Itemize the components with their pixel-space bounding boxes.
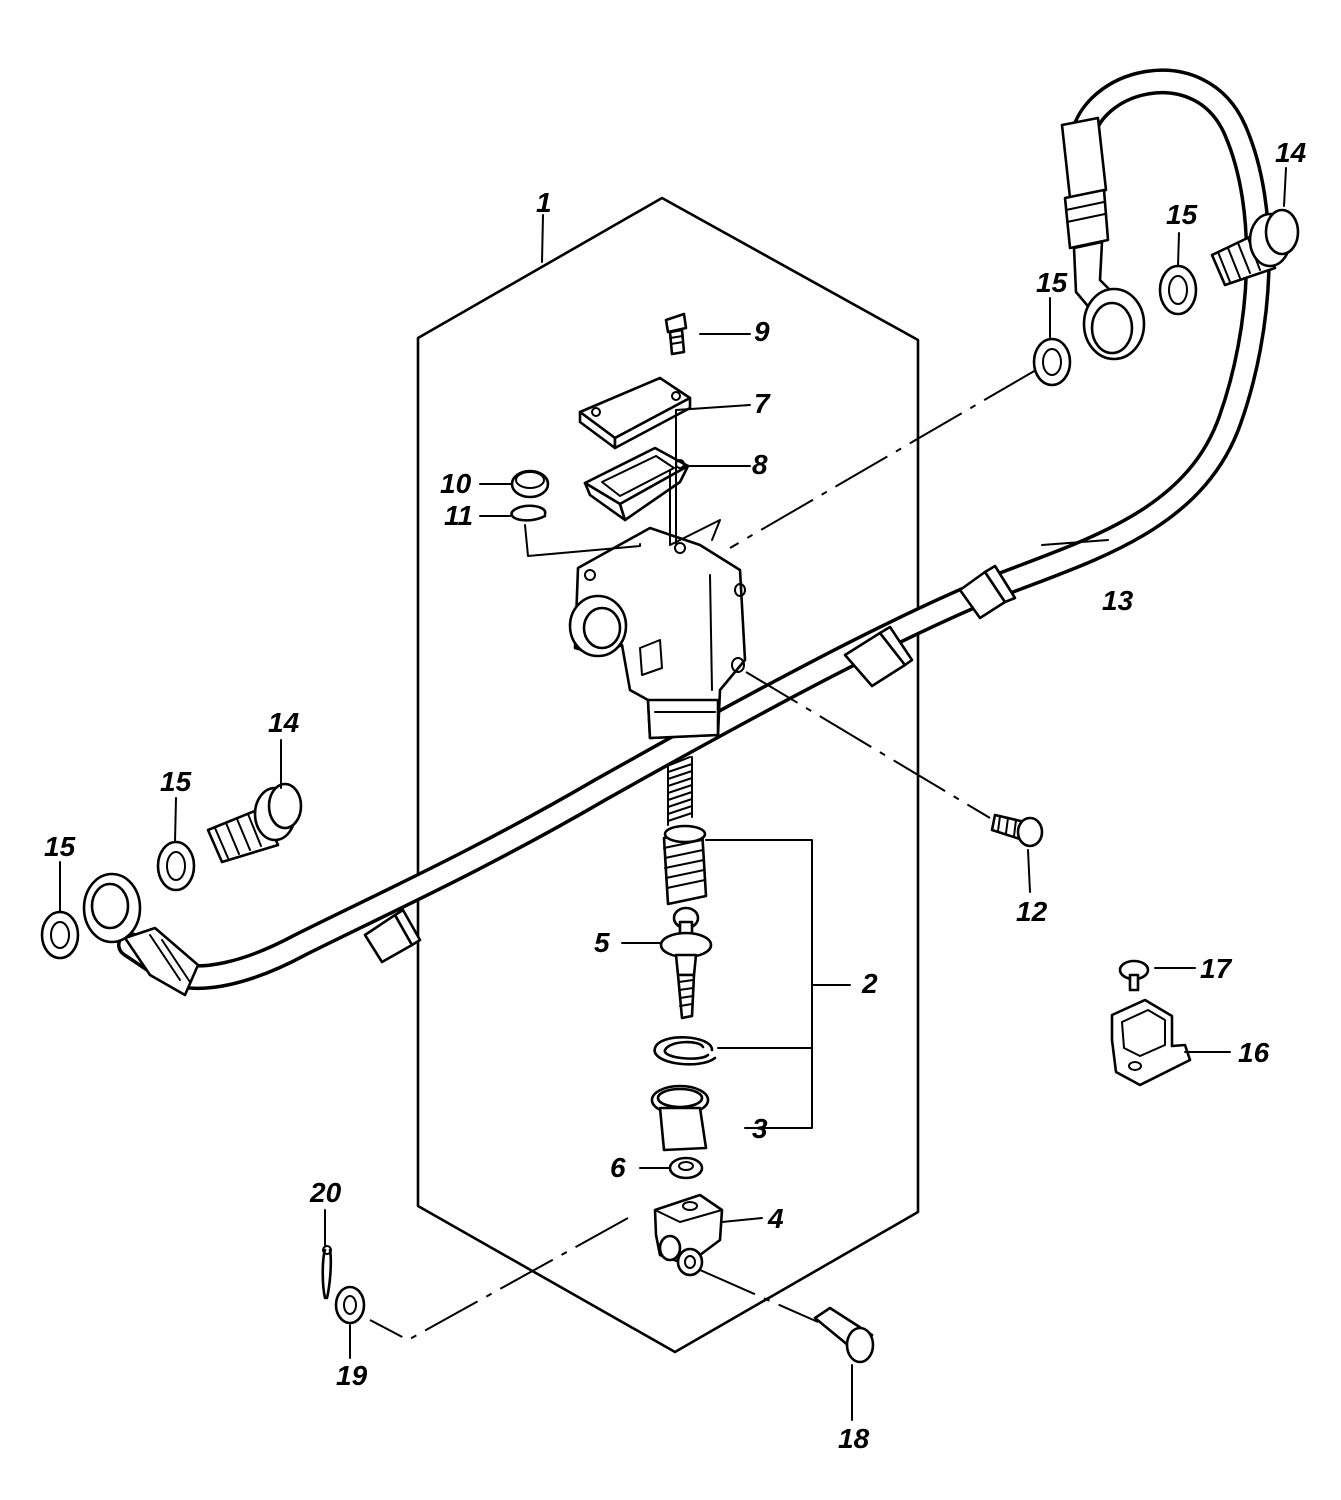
- callout-9: 9: [754, 316, 770, 347]
- brake-hose: [117, 68, 1271, 997]
- callout-1: 1: [536, 187, 552, 218]
- callout-20: 20: [309, 1177, 342, 1208]
- callout-16: 16: [1238, 1037, 1270, 1068]
- callout-8: 8: [752, 449, 768, 480]
- lock-nut: [668, 1156, 704, 1180]
- master-cylinder-body: [568, 519, 747, 740]
- gasket-upper-left: [1032, 337, 1072, 387]
- dust-boot: [650, 1084, 710, 1152]
- callout-17: 17: [1200, 953, 1233, 984]
- inlet-cap: [510, 469, 550, 499]
- callout-2: 2: [861, 968, 878, 999]
- callout-10: 10: [440, 468, 472, 499]
- callout-15-lower-left: 15: [44, 831, 76, 862]
- callout-5: 5: [594, 927, 610, 958]
- push-rod: [659, 906, 713, 1020]
- callout-6: 6: [610, 1152, 626, 1183]
- retaining-ring: [510, 504, 547, 522]
- gasket-upper-right: [1158, 264, 1198, 316]
- return-spring: [667, 756, 693, 826]
- assembly-boundary: [416, 196, 920, 1354]
- hose-clamp: [1110, 998, 1192, 1087]
- reservoir-diaphragm: [583, 446, 690, 522]
- mounting-bolt: [990, 813, 1044, 848]
- callout-7: 7: [754, 388, 771, 419]
- callout-14-lower: 14: [268, 707, 300, 738]
- washer: [334, 1285, 366, 1325]
- union-bolt-upper: [1210, 208, 1300, 287]
- callout-18: 18: [838, 1423, 870, 1454]
- callout-12: 12: [1016, 896, 1048, 927]
- union-bolt-lower: [206, 782, 303, 864]
- clamp-screw: [1118, 959, 1150, 992]
- piston-set: [662, 824, 708, 906]
- clevis-joint: [653, 1193, 724, 1277]
- callout-3: 3: [752, 1113, 768, 1144]
- callout-11: 11: [444, 500, 473, 531]
- callout-19: 19: [336, 1360, 368, 1391]
- cotter-pin: [321, 1245, 333, 1300]
- upper-banjo-eye: [1082, 287, 1146, 361]
- callout-labels: 1 2 3 4 5 6 7 8 9 10 11 12 13 14 14 15 1…: [44, 137, 1307, 1454]
- alignment-lines: [369, 369, 1037, 1342]
- callout-15-upper-right: 15: [1166, 199, 1198, 230]
- callout-15-upper-left: 15: [1036, 267, 1068, 298]
- gasket-lower-right: [156, 840, 196, 892]
- clevis-pin: [813, 1306, 875, 1364]
- circlip: [653, 1036, 717, 1066]
- callout-4: 4: [767, 1203, 784, 1234]
- lower-banjo-eye: [82, 872, 142, 944]
- callout-14-upper: 14: [1275, 137, 1307, 168]
- callout-15-lower-right: 15: [160, 766, 192, 797]
- gasket-lower-left: [40, 910, 80, 960]
- leader-lines: [59, 167, 1287, 1421]
- reservoir-cap-screw: [664, 312, 688, 356]
- reservoir-cap: [578, 376, 692, 450]
- callout-13: 13: [1102, 585, 1134, 616]
